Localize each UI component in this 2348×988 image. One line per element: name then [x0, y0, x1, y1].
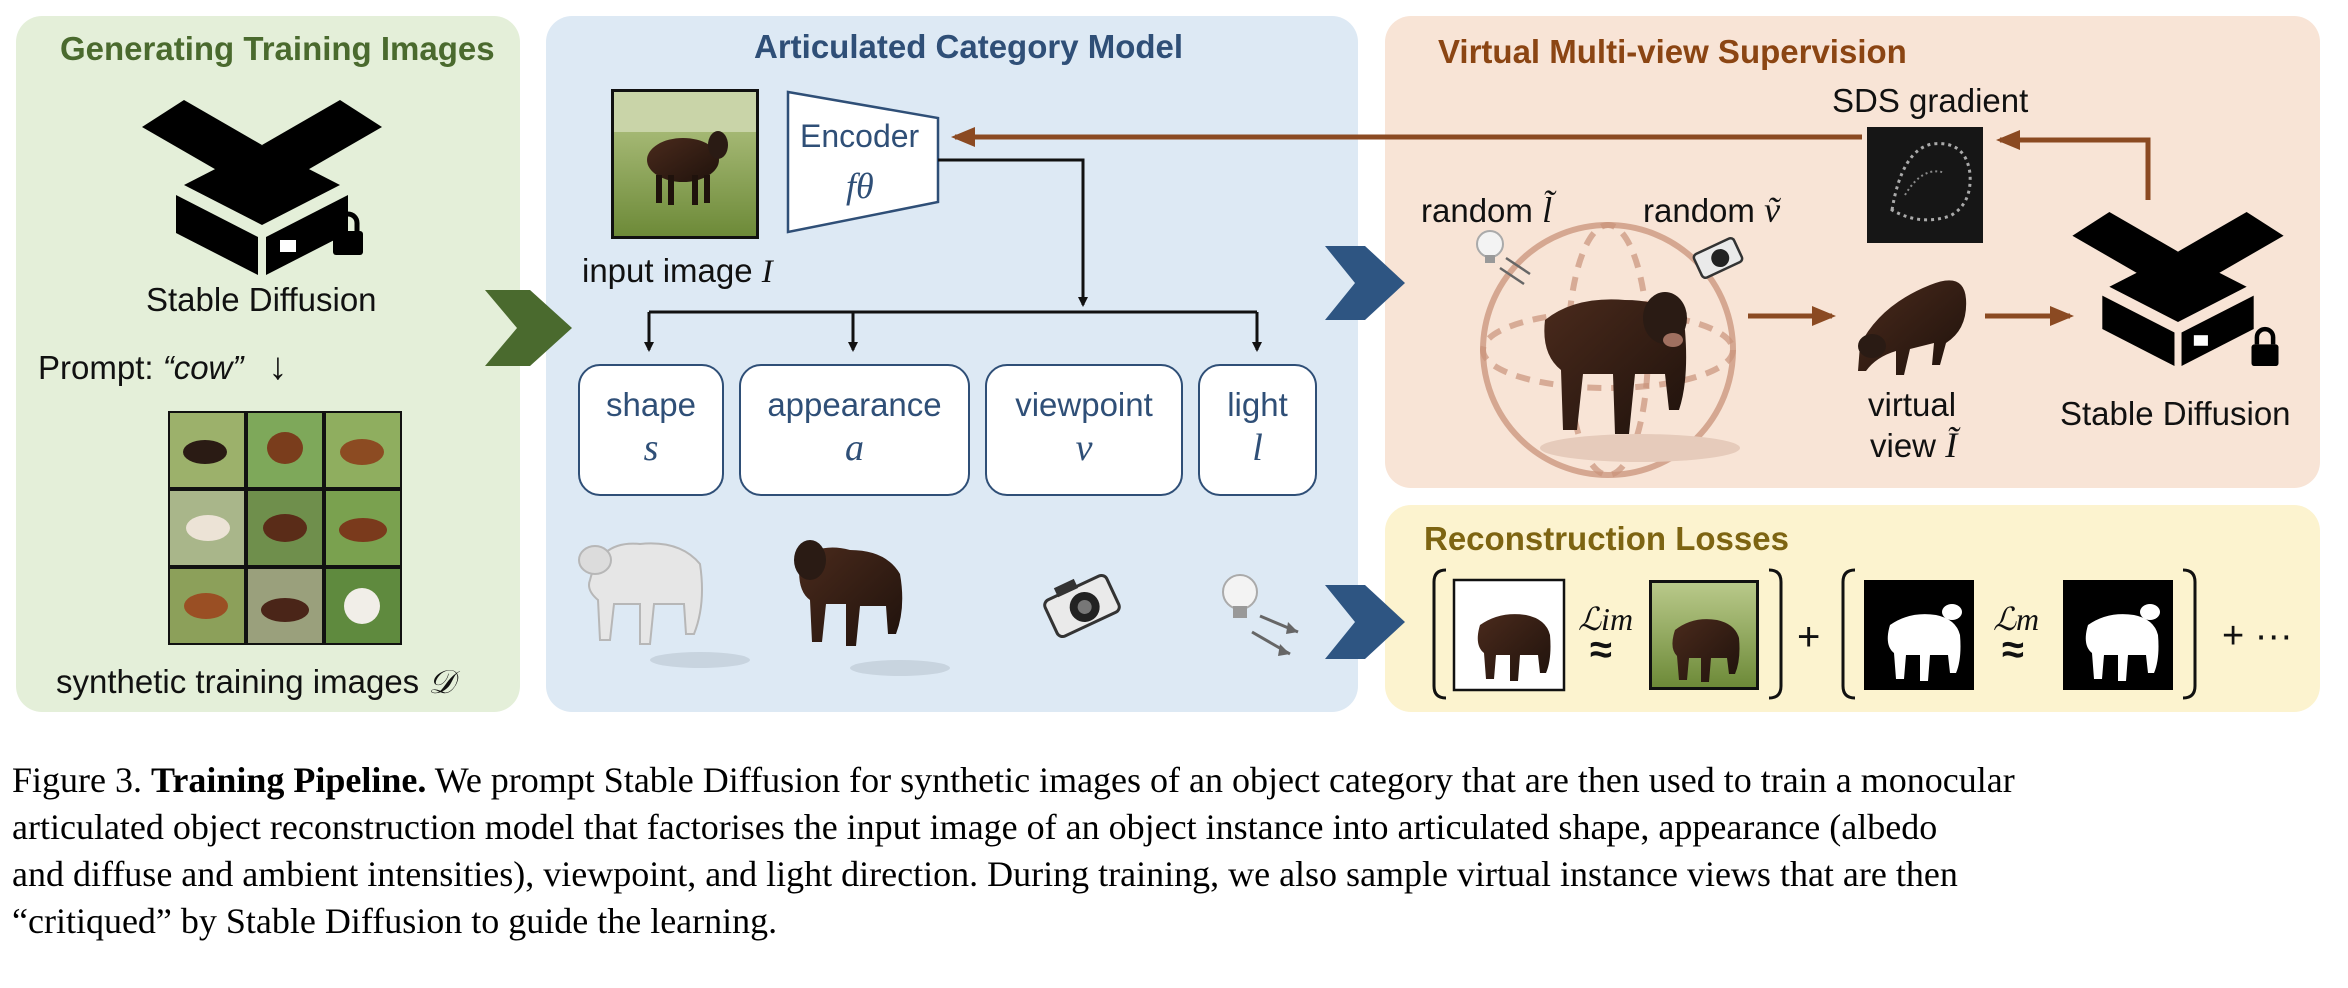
blue-flow-arrow-bottom: [1325, 585, 1405, 659]
loss-m-symbol: ℒm: [1993, 601, 2040, 637]
caption-line-3: and diffuse and ambient intensities), vi…: [12, 854, 1958, 894]
lock-icon-right: [2251, 326, 2279, 366]
figure-caption: Figure 3. Training Pipeline. We prompt S…: [12, 757, 2322, 945]
lock-icon-left: [333, 211, 363, 255]
sds-feedback-arrow: [951, 127, 2151, 200]
stable-diffusion-box-icon-right: [2072, 212, 2284, 366]
sds-gradient-label: SDS gradient: [1832, 82, 2029, 119]
caption-figure-number: Figure 3.: [12, 760, 142, 800]
approx-im-symbol: ≈: [1590, 628, 1612, 672]
rendered-appearance-cow: [794, 540, 950, 676]
approx-m-symbol: ≈: [2002, 628, 2024, 672]
plus-more-symbol: + ···: [2222, 615, 2293, 657]
output-shape-symbol: s: [643, 427, 659, 469]
input-image-symbol: I: [761, 254, 773, 290]
sd-label-left: Stable Diffusion: [146, 281, 377, 318]
caption-text-1: We prompt Stable Diffusion for synthetic…: [426, 760, 2015, 800]
output-box-viewpoint: viewpoint v: [985, 364, 1183, 496]
prompt-down-arrow: ↓: [268, 346, 288, 388]
input-image-label: input image I: [582, 252, 773, 291]
virtual-view-cow: [1858, 280, 1967, 375]
random-view-text: random: [1643, 192, 1755, 229]
panel-title-articulated: Articulated Category Model: [754, 28, 1184, 65]
input-image-thumbnail: [611, 89, 759, 239]
synthetic-images-label: synthetic training images 𝒟: [56, 663, 455, 702]
panel-title-generating: Generating Training Images: [60, 30, 495, 67]
small-lightbulb-icon: [1476, 230, 1531, 286]
plus-symbol-1: +: [1797, 615, 1821, 659]
random-light-label: random l̃: [1421, 189, 1552, 231]
synthetic-images-text: synthetic training images: [56, 663, 420, 700]
input-image-text: input image: [582, 252, 753, 289]
output-appearance-label: appearance: [767, 386, 942, 423]
camera-icon: [1043, 573, 1121, 639]
caption-title: Training Pipeline.: [151, 760, 427, 800]
loss-brackets: [1432, 568, 2197, 700]
caption-line-4: “critiqued” by Stable Diffusion to guide…: [12, 901, 778, 941]
output-viewpoint-symbol: v: [1075, 427, 1093, 469]
output-light-symbol: l: [1252, 427, 1263, 469]
virtual-view-label-1: virtual: [1868, 386, 1957, 423]
output-box-shape: shape s: [578, 364, 724, 496]
target-mask-thumbnail: [2063, 580, 2173, 690]
predicted-image-thumbnail: [1452, 578, 1566, 692]
green-flow-arrow: [485, 290, 572, 366]
sds-gradient-image: [1867, 127, 1983, 243]
output-viewpoint-label: viewpoint: [1015, 386, 1153, 423]
target-image-thumbnail: [1649, 580, 1759, 690]
output-shape-label: shape: [606, 386, 696, 423]
encoder-label: Encoder: [800, 118, 920, 154]
random-light-symbol: l̃: [1542, 190, 1553, 230]
encoder-block: [786, 90, 940, 234]
virtual-view-sphere: [1480, 222, 1740, 478]
lightbulb-icon: [1222, 574, 1299, 656]
encoder-output-connectors: [644, 158, 1262, 352]
caption-line-2: articulated object reconstruction model …: [12, 807, 1938, 847]
loss-im-symbol: ℒim: [1578, 601, 1634, 637]
synthetic-images-symbol: 𝒟: [428, 665, 455, 701]
output-appearance-symbol: a: [845, 427, 864, 469]
predicted-mask-thumbnail: [1864, 580, 1974, 690]
blue-flow-arrow-top: [1325, 246, 1405, 320]
virtual-view-text: view: [1870, 427, 1937, 464]
prompt-word: “cow”: [162, 349, 244, 386]
virtual-view-symbol: Ĩ: [1945, 425, 1958, 465]
output-box-light: light l: [1198, 364, 1317, 496]
small-camera-icon: [1692, 236, 1744, 280]
prompt-prefix: Prompt:: [38, 349, 163, 386]
random-light-text: random: [1421, 192, 1533, 229]
prompt-line: Prompt: “cow” ↓: [38, 346, 288, 389]
panel-title-reconstruction: Reconstruction Losses: [1424, 520, 1789, 557]
virtual-view-label-2: view Ĩ: [1870, 424, 1957, 466]
output-light-label: light: [1227, 386, 1288, 423]
output-box-appearance: appearance a: [739, 364, 970, 496]
rendered-shape-mesh: [578, 542, 750, 668]
synthetic-images-grid: [168, 411, 402, 645]
random-view-symbol: ṽ: [1764, 190, 1781, 230]
panel-title-virtual: Virtual Multi-view Supervision: [1438, 33, 1907, 70]
caption-line-1: Figure 3. Training Pipeline. We prompt S…: [12, 757, 2322, 804]
stable-diffusion-box-icon-left: [142, 100, 382, 275]
encoder-symbol: fθ: [846, 166, 874, 206]
random-view-label: random ṽ: [1643, 189, 1780, 231]
sd-label-right: Stable Diffusion: [2060, 395, 2291, 432]
